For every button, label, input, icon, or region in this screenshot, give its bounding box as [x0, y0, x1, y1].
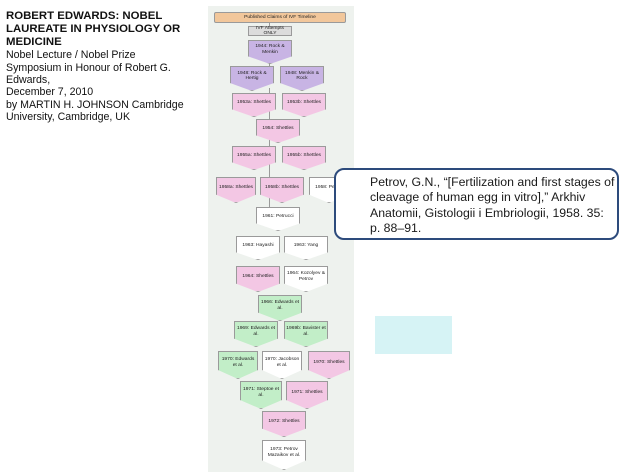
node-label: 1966: Edwards et al. — [260, 300, 300, 311]
timeline-header: Published Claims of IVF Timeline — [214, 12, 346, 23]
slide-line: Symposium in Honour of Robert G. — [6, 61, 171, 74]
node-label: 1958a: Shettles — [219, 184, 253, 190]
node-label: 1954: Shettles — [262, 125, 294, 131]
node-label: 1970: Jacobson et al. — [264, 357, 300, 368]
timeline-header-label: Published Claims of IVF Timeline — [244, 14, 316, 20]
node-label: 1958: Petrov — [315, 184, 343, 190]
node-label: 1972: Shettles — [268, 418, 300, 424]
node-label: 1955b: Shettles — [287, 152, 321, 158]
node-label: 1963: Hayashi — [242, 242, 274, 248]
slide-line: December 7, 2010 — [6, 86, 94, 99]
decorative-rectangle — [375, 316, 452, 354]
node-label: 1969: Edwards et al. — [236, 326, 276, 337]
timeline-subheader: IVF Attempts ONLY — [248, 26, 292, 36]
node-label: 1971: Steptoe et al. — [243, 387, 279, 398]
slide-line: by MARTIN H. JOHNSON Cambridge — [6, 98, 184, 111]
slide-line: Edwards, — [6, 73, 51, 86]
node-label: 1953b: Shettles — [287, 99, 321, 105]
timeline-subheader-label: IVF Attempts ONLY — [256, 25, 284, 36]
node-label: 1964: Shettles — [242, 273, 274, 279]
node-label: 1961: Petrucci — [262, 213, 294, 219]
node-label: 1958b: Shettles — [265, 184, 299, 190]
node-label: 1948: Menkin & Rock — [285, 70, 319, 81]
node-label: 1973: Petrov Mazaikov et al. — [267, 447, 301, 458]
node-label: 1971: Shettles — [291, 389, 323, 395]
node-label: 1969b: Bavister et al. — [286, 326, 326, 337]
node-label: 1964: Kozolyev & Petrov — [286, 271, 326, 282]
node-label: 1955a: Shettles — [237, 152, 271, 158]
slide-text: ROBERT EDWARDS: NOBEL LAUREATE IN PHYSIO… — [6, 10, 206, 123]
slide-line: University, Cambridge, UK — [6, 110, 131, 123]
citation-text: Petrov, G.N., “[Fertilization and first … — [370, 175, 615, 236]
node-label: 1948: Rock & Hertig — [237, 70, 267, 81]
citation-callout — [334, 168, 619, 240]
slide-line: Nobel Lecture / Nobel Prize — [6, 49, 136, 62]
node-label: 1944: Rock & Menkin — [255, 44, 285, 55]
node-label: 1953a: Shettles — [237, 99, 271, 105]
slide-title: ROBERT EDWARDS: NOBEL LAUREATE IN PHYSIO… — [6, 10, 181, 48]
timeline-node-1944: 1944: Rock & Menkin — [248, 40, 292, 64]
node-label: 1963: Yang — [293, 242, 319, 248]
timeline-node-1955b: 1955b: Shettles — [282, 146, 326, 170]
node-label: 1970: Shettles — [313, 359, 345, 365]
node-label: 1970: Edwards et al. — [221, 357, 255, 368]
